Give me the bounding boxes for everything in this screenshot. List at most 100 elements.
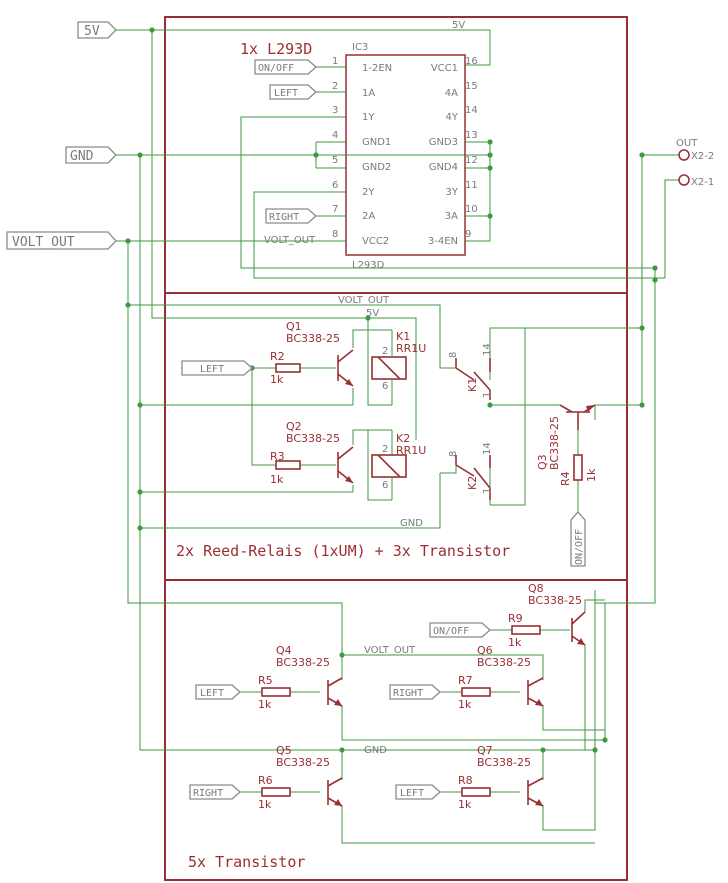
- ic3-pin-number: 5: [332, 155, 338, 166]
- net-label-q4-left: LEFT: [195, 684, 241, 700]
- q7-transistor: Q7 BC338-25: [477, 744, 544, 807]
- svg-text:8: 8: [448, 352, 459, 358]
- relay-volt-out-wire-label: VOLT_OUT: [338, 295, 390, 306]
- q5-transistor: Q5 BC338-25: [276, 744, 343, 807]
- svg-text:1: 1: [482, 392, 493, 398]
- ic3-pin-number: 16: [465, 56, 478, 67]
- svg-text:BC338-25: BC338-25: [276, 756, 330, 769]
- net-label-5v: 5V: [77, 21, 117, 39]
- svg-text:R6: R6: [258, 774, 273, 787]
- net-label-q6-right: RIGHT: [389, 684, 441, 700]
- svg-text:1k: 1k: [270, 473, 284, 486]
- ic3-pin-number: 8: [332, 229, 338, 240]
- transistor-gnd-wire-label: GND: [364, 745, 387, 756]
- svg-text:R4: R4: [559, 471, 572, 486]
- junction-dots: [125, 27, 658, 753]
- ic3-pin-number: 6: [332, 180, 338, 191]
- net-label-tr-on-off: ON/OFF: [429, 622, 491, 638]
- svg-text:LEFT: LEFT: [200, 688, 224, 699]
- svg-text:1k: 1k: [258, 698, 272, 711]
- svg-text:BC338-25: BC338-25: [477, 756, 531, 769]
- svg-text:VOLT_OUT: VOLT_OUT: [12, 235, 75, 250]
- svg-text:6: 6: [382, 381, 388, 392]
- ic3-pin-9: 9 3-4EN: [428, 229, 472, 247]
- svg-text:K2: K2: [466, 476, 479, 490]
- svg-text:K1: K1: [466, 378, 479, 392]
- svg-text:LEFT: LEFT: [200, 364, 224, 375]
- ic3-pin-name: 3-4EN: [428, 236, 458, 247]
- svg-text:Q5: Q5: [276, 744, 292, 757]
- ic3-pin-number: 3: [332, 105, 338, 116]
- svg-text:LEFT: LEFT: [274, 88, 298, 99]
- r3-resistor: R3 1k: [270, 450, 301, 486]
- svg-text:1k: 1k: [270, 373, 284, 386]
- net-label-q5-right: RIGHT: [189, 784, 241, 800]
- svg-text:Q1: Q1: [286, 320, 302, 333]
- ic3-pin-1: 1 1-2EN: [332, 56, 392, 74]
- net-label-ic-on-off: ON/OFF: [254, 59, 317, 75]
- ic3-pin-name: 3A: [445, 211, 458, 222]
- net-label-relay-left: LEFT: [181, 360, 253, 376]
- connector-pin2-label: X2-2: [691, 151, 714, 162]
- svg-text:RIGHT: RIGHT: [393, 688, 423, 699]
- svg-text:Q8: Q8: [528, 582, 544, 595]
- ic3-pin-number: 1: [332, 56, 338, 67]
- ic3-pin-2: 2 1A: [332, 81, 375, 99]
- wires: [116, 29, 680, 844]
- ic3-pin-number: 13: [465, 130, 478, 141]
- svg-text:R8: R8: [458, 774, 473, 787]
- q1-transistor: Q1 BC338-25: [286, 320, 354, 387]
- ic3-pin-name: 2Y: [362, 187, 375, 198]
- svg-text:Q3: Q3: [536, 454, 549, 470]
- ic3-pin-name: 1A: [362, 88, 375, 99]
- ic3-pin-7: 72A: [332, 204, 375, 222]
- relay-gnd-wire-label: GND: [400, 518, 423, 529]
- r7-resistor: R7 1k: [458, 674, 491, 711]
- svg-text:Q4: Q4: [276, 644, 292, 657]
- svg-text:LEFT: LEFT: [400, 788, 424, 799]
- k2-relay-contact: 8 14 1 K2: [448, 442, 493, 500]
- ic3-ref: IC3: [352, 42, 368, 53]
- svg-text:BC338-25: BC338-25: [528, 594, 582, 607]
- transistor-section-frame: [164, 579, 628, 881]
- ic3-pin-number: 14: [465, 105, 478, 116]
- ic3-pin-number: 4: [332, 130, 338, 141]
- relay-section-title: 2x Reed-Relais (1xUM) + 3x Transistor: [176, 542, 510, 560]
- svg-text:14: 14: [482, 442, 493, 455]
- net-label-volt-out: VOLT_OUT: [6, 231, 117, 250]
- svg-text:1k: 1k: [458, 698, 472, 711]
- svg-text:R9: R9: [508, 612, 523, 625]
- ic3-pin-number: 11: [465, 180, 478, 191]
- k1-relay-coil: K1 RR1U 2 6: [371, 330, 426, 405]
- svg-text:Q7: Q7: [477, 744, 493, 757]
- r4-resistor: R4 1k: [559, 454, 598, 486]
- connector-title: OUT: [676, 138, 698, 149]
- svg-text:1k: 1k: [458, 798, 472, 811]
- net-label-gnd: GND: [65, 146, 117, 164]
- ic3-pin-name: 1-2EN: [362, 63, 392, 74]
- svg-text:K1: K1: [396, 330, 410, 343]
- ic3-pin-name: GND4: [429, 162, 458, 173]
- ic3-pin-name: 3Y: [446, 187, 459, 198]
- r6-resistor: R6 1k: [258, 774, 291, 811]
- svg-text:K2: K2: [396, 432, 410, 445]
- svg-text:RIGHT: RIGHT: [193, 788, 223, 799]
- ic3-pin-number: 7: [332, 204, 338, 215]
- r9-resistor: R9 1k: [508, 612, 541, 649]
- svg-text:RIGHT: RIGHT: [269, 212, 299, 223]
- svg-text:Q2: Q2: [286, 420, 302, 433]
- ic3-pin-name: GND3: [429, 137, 458, 148]
- svg-text:8: 8: [448, 451, 459, 457]
- ic3-pin-number: 9: [465, 229, 471, 240]
- svg-text:R7: R7: [458, 674, 473, 687]
- ic3-pin-number: 2: [332, 81, 338, 92]
- net-label-ic-left: LEFT: [269, 84, 317, 100]
- ic3-pin-name: 4A: [445, 88, 458, 99]
